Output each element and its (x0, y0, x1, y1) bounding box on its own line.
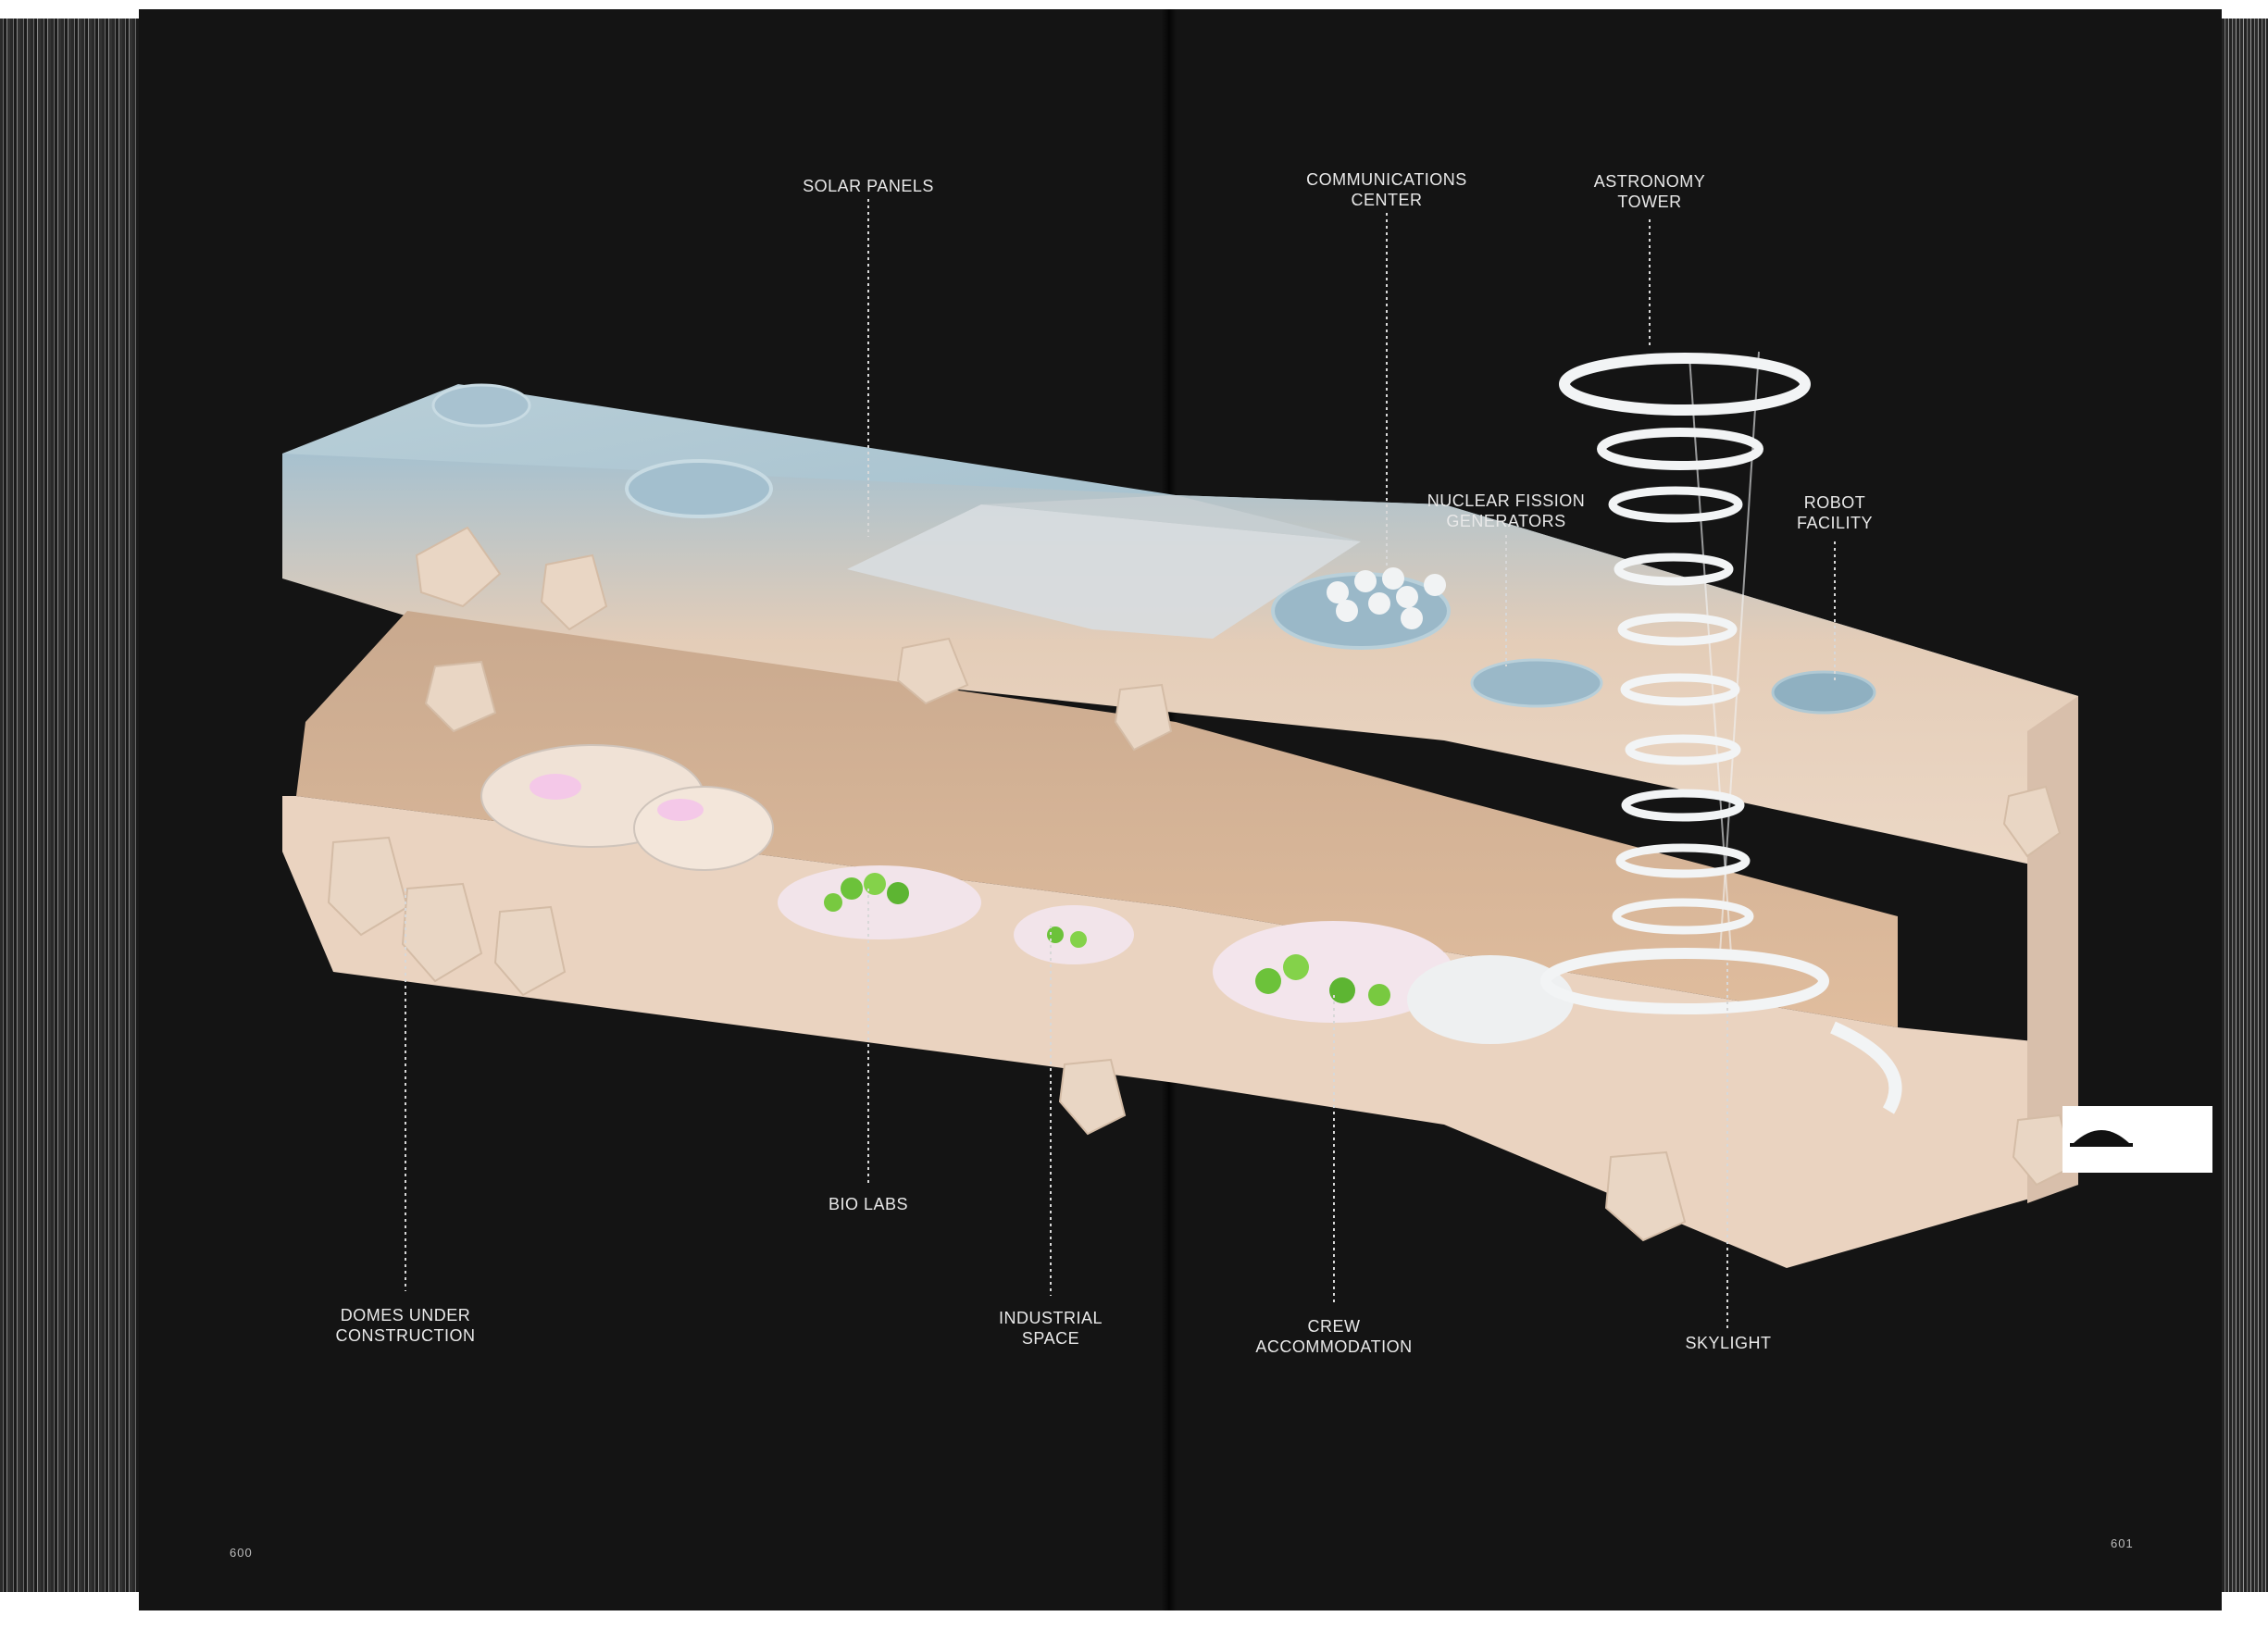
label-communications-center: COMMUNICATIONS CENTER (1306, 170, 1467, 209)
book-page-edges-left (0, 19, 153, 1592)
book-page-edges-right (2222, 19, 2268, 1592)
label-astronomy-tower: ASTRONOMY TOWER (1593, 172, 1706, 211)
solar-panel-field (847, 504, 1361, 639)
boulders (327, 526, 2075, 1242)
leader-lines (405, 199, 1836, 1331)
solar-panel-field (981, 495, 1361, 541)
label-crew-accommodation: CREW ACCOMMODATION (1255, 1317, 1413, 1356)
section-tab (2062, 1106, 2212, 1173)
lower-block (282, 796, 2078, 1268)
crater (1470, 658, 1603, 708)
label-domes-under-construction: DOMES UNDER CONSTRUCTION (335, 1306, 476, 1345)
crater (1771, 670, 1876, 715)
label-bio-labs: BIO LABS (828, 1195, 909, 1213)
bio-labs (778, 865, 1134, 964)
label-skylight: SKYLIGHT (1685, 1334, 1772, 1352)
label-robot-facility: ROBOT FACILITY (1796, 493, 1874, 532)
dome-icon (2070, 1130, 2133, 1147)
label-industrial-space: INDUSTRIAL SPACE (998, 1309, 1103, 1348)
astronomy-tower (1540, 351, 1902, 1114)
domes-under-construction (480, 744, 774, 871)
label-nuclear-fission-generators: NUCLEAR FISSION GENERATORS (1427, 491, 1586, 530)
label-solar-panels: SOLAR PANELS (803, 177, 934, 195)
page-number-right: 601 (2111, 1536, 2134, 1550)
upper-crust (282, 454, 2078, 875)
crater (625, 459, 773, 518)
communications-domes (1327, 567, 1446, 629)
page-number-left: 600 (230, 1546, 253, 1560)
crew-accommodation (1213, 921, 1574, 1044)
cave-interior (296, 611, 1898, 1027)
crater (431, 383, 531, 428)
